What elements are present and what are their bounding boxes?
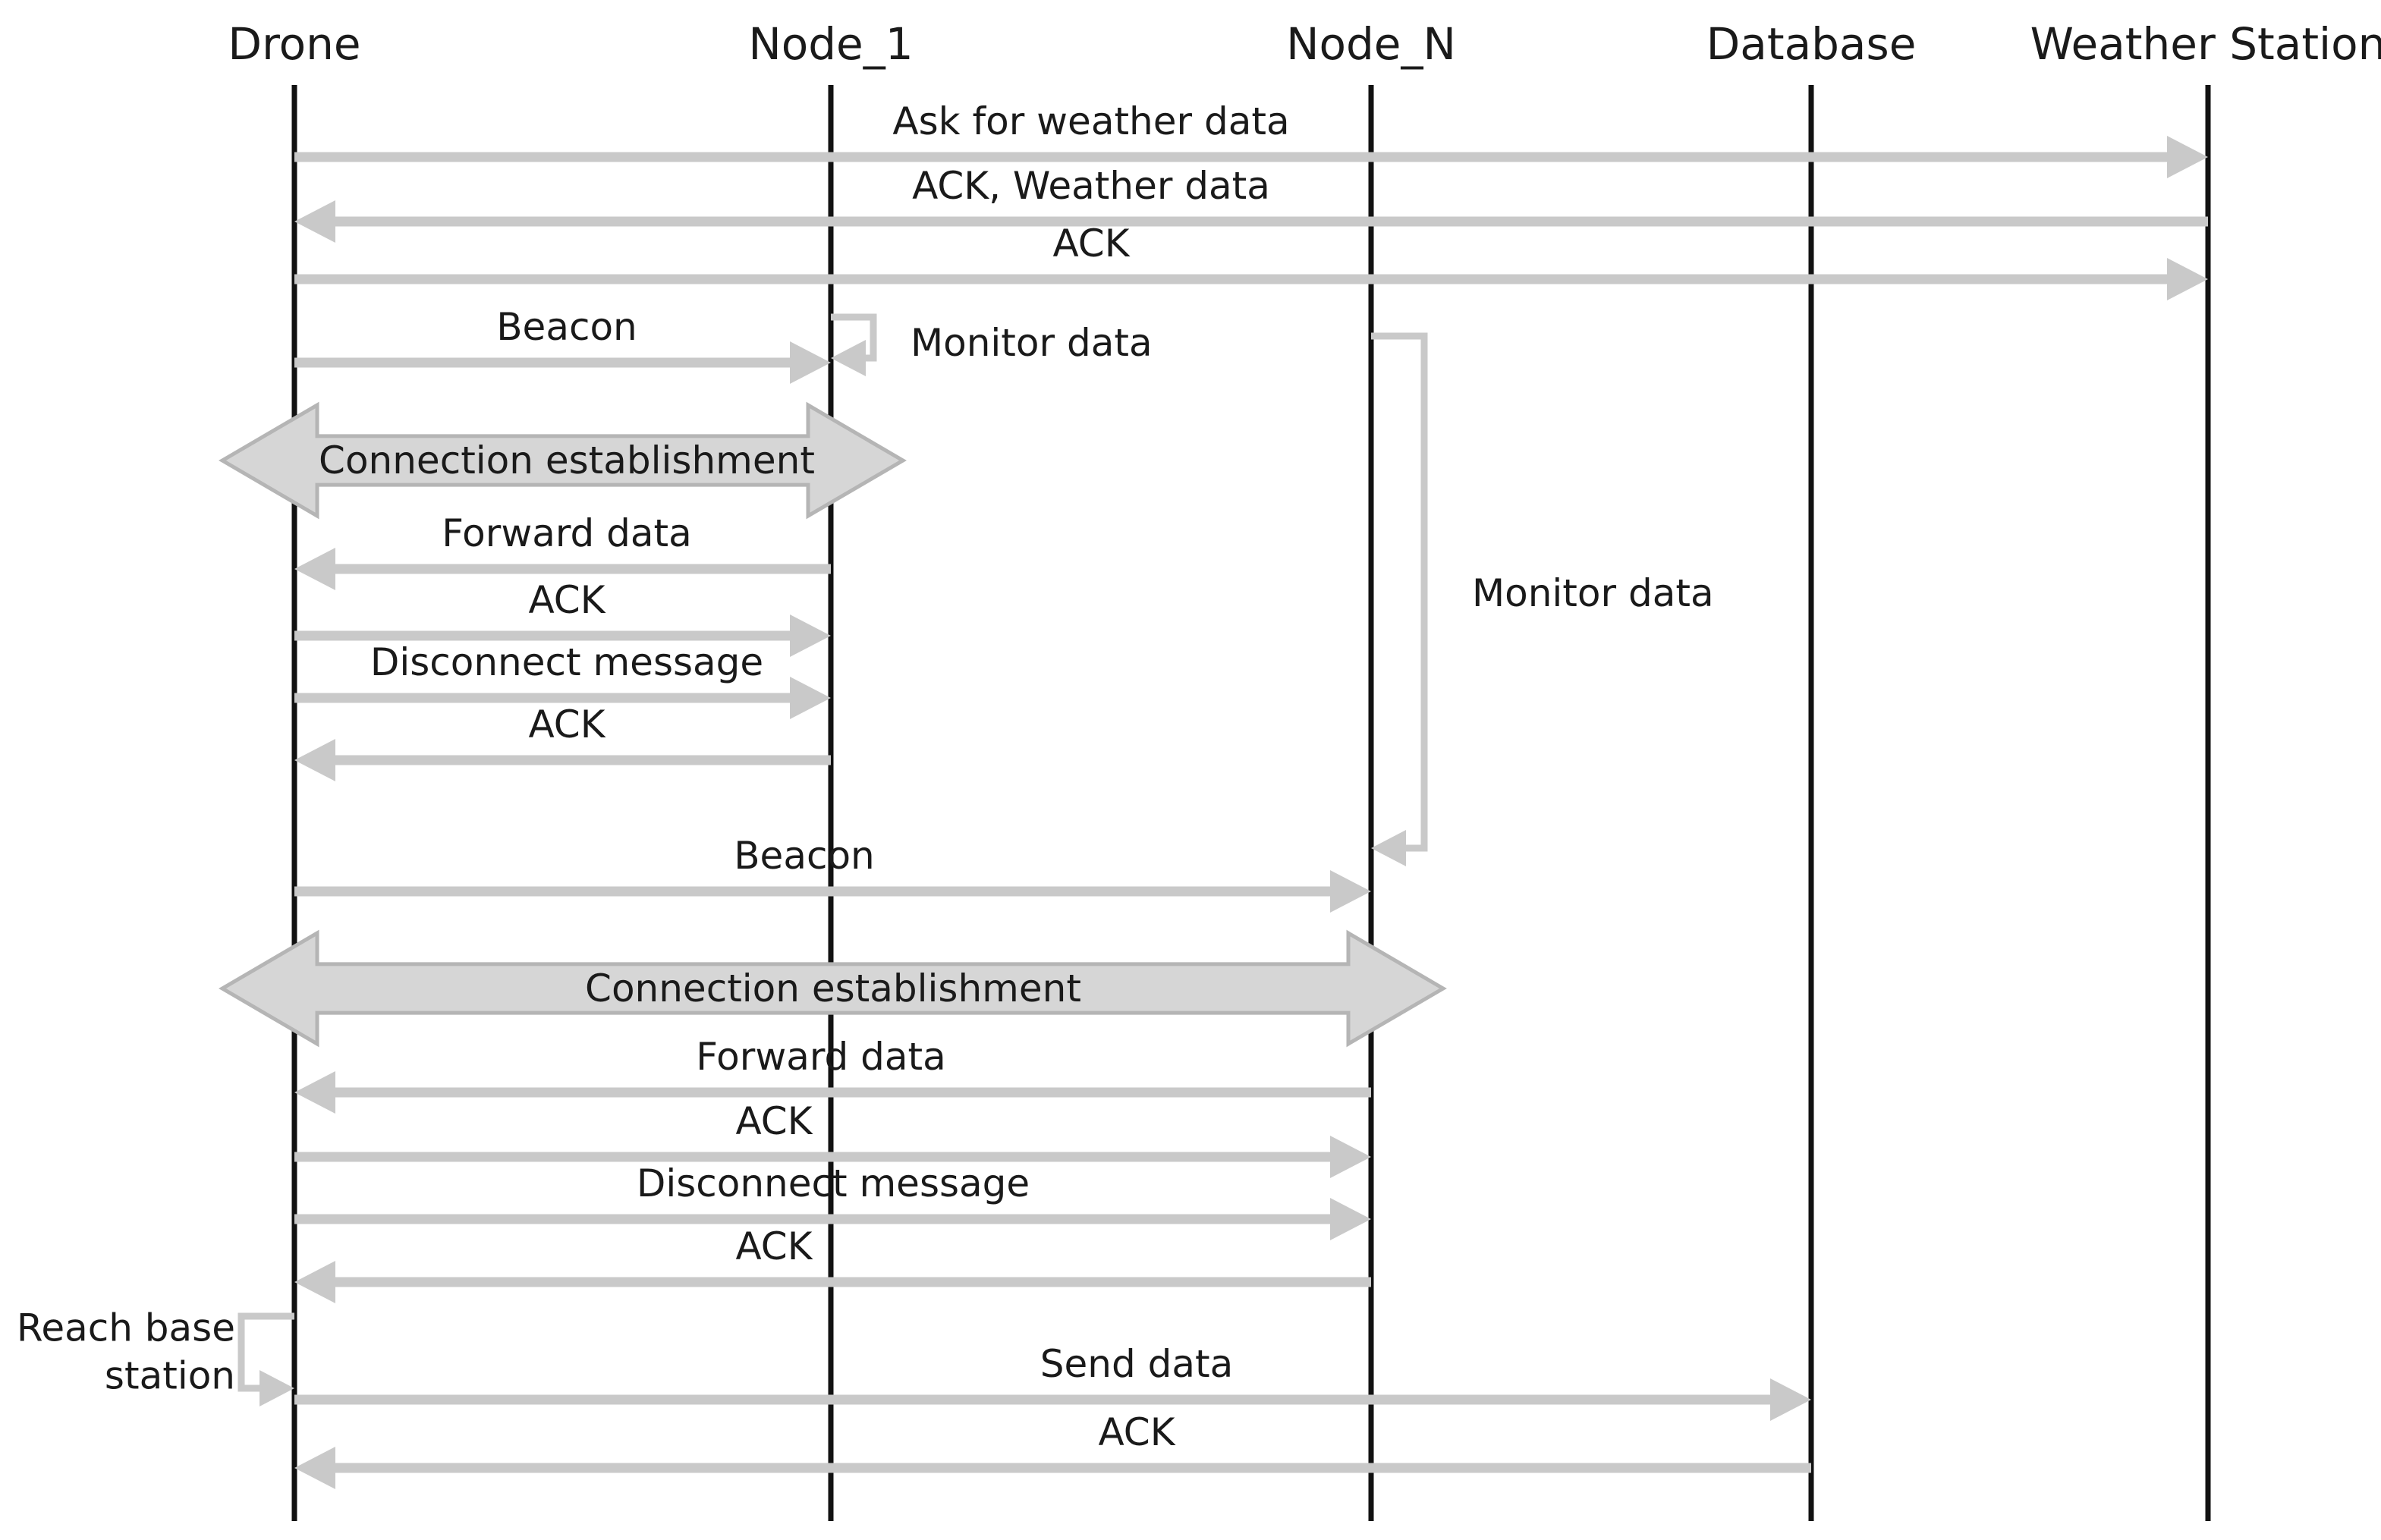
- self-message-label-s2: Monitor data: [1472, 571, 1714, 615]
- message-arrowhead-m7: [790, 677, 831, 719]
- message-label-m7: Disconnect message: [370, 640, 764, 684]
- message-arrowhead-m12: [1330, 1198, 1371, 1240]
- message-m7: [294, 677, 831, 719]
- message-arrowhead-m9: [1330, 870, 1371, 913]
- message-m3: [294, 258, 2208, 300]
- message-arrowhead-m14: [1770, 1378, 1811, 1421]
- message-arrowhead-m4: [790, 341, 831, 384]
- message-label-m9: Beacon: [734, 834, 875, 878]
- message-label-m15: ACK: [1098, 1410, 1175, 1454]
- self-message-arrowhead-s1: [831, 340, 866, 376]
- message-label-m11: ACK: [735, 1099, 813, 1143]
- message-label-m6: ACK: [528, 578, 605, 622]
- self-message-s2: [1371, 332, 1428, 866]
- message-label-m10: Forward data: [696, 1035, 946, 1079]
- self-message-s3: [237, 1312, 294, 1406]
- message-arrowhead-m6: [790, 614, 831, 657]
- message-label-m5: Forward data: [442, 511, 692, 555]
- message-m14: [294, 1378, 1811, 1421]
- message-arrow-layer: [294, 136, 2208, 1489]
- message-arrowhead-m13: [294, 1261, 335, 1303]
- message-m2: [294, 200, 2208, 243]
- message-arrowhead-m2: [294, 200, 335, 243]
- self-message-label-s1: Monitor data: [911, 321, 1153, 365]
- message-m10: [294, 1071, 1371, 1114]
- message-label-m12: Disconnect message: [636, 1161, 1030, 1205]
- message-arrowhead-m11: [1330, 1136, 1371, 1178]
- message-m4: [294, 341, 831, 384]
- message-arrowhead-m3: [2167, 258, 2208, 300]
- message-arrowhead-m5: [294, 548, 335, 590]
- message-m1: [294, 136, 2208, 178]
- connection-band-b2: [219, 929, 1447, 1048]
- lifeline-layer: [291, 85, 2211, 1521]
- lifeline-header-weather: Weather Station: [2030, 18, 2381, 70]
- connection-band-b1: [219, 401, 907, 520]
- message-label-m3: ACK: [1052, 222, 1130, 266]
- lifeline-header-node1: Node_1: [748, 18, 914, 70]
- message-label-m1: Ask for weather data: [892, 99, 1290, 143]
- message-arrowhead-m15: [294, 1447, 335, 1489]
- connection-band-label-b2: Connection establishment: [585, 966, 1081, 1010]
- self-message-arrowhead-s3: [259, 1370, 294, 1406]
- message-m6: [294, 614, 831, 657]
- message-arrowhead-m1: [2167, 136, 2208, 178]
- lifeline-header-nodeN: Node_N: [1286, 18, 1456, 70]
- self-message-arrowhead-s2: [1371, 830, 1406, 866]
- message-label-m4: Beacon: [496, 305, 637, 349]
- message-label-m2: ACK, Weather data: [912, 164, 1270, 208]
- self-message-path-s3: [237, 1312, 294, 1392]
- connection-band-label-b1: Connection establishment: [319, 438, 815, 482]
- self-message-path-s1: [831, 313, 877, 362]
- self-message-path-s2: [1371, 332, 1428, 852]
- message-m13: [294, 1261, 1371, 1303]
- message-m8: [294, 739, 831, 781]
- lifeline-header-database: Database: [1706, 18, 1917, 70]
- message-m5: [294, 548, 831, 590]
- message-label-m14: Send data: [1040, 1342, 1234, 1386]
- lifeline-header-drone: Drone: [228, 18, 361, 70]
- message-label-m13: ACK: [735, 1224, 813, 1268]
- message-m9: [294, 870, 1371, 913]
- connection-band-layer: [219, 401, 1447, 1048]
- message-label-m8: ACK: [528, 702, 605, 746]
- message-m15: [294, 1447, 1811, 1489]
- self-message-s1: [831, 313, 877, 376]
- message-m11: [294, 1136, 1371, 1178]
- self-message-layer: [237, 313, 1428, 1406]
- message-arrowhead-m10: [294, 1071, 335, 1114]
- message-m12: [294, 1198, 1371, 1240]
- message-arrowhead-m8: [294, 739, 335, 781]
